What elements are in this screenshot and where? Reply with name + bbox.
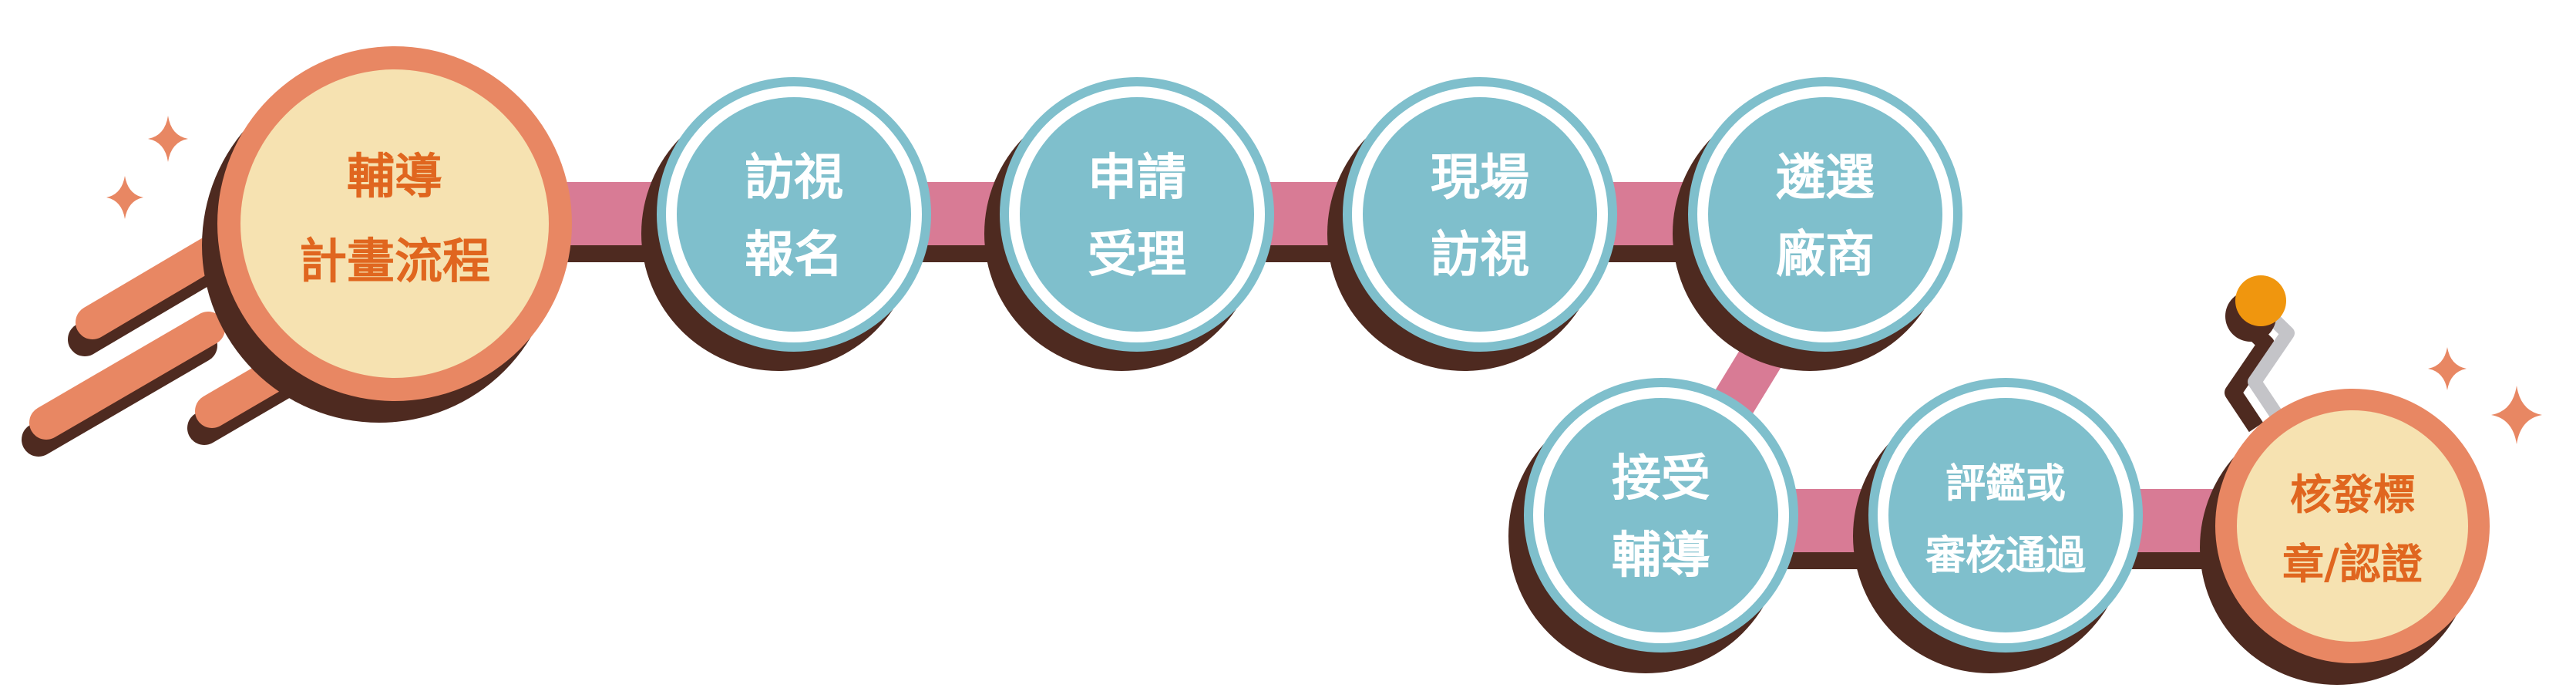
- lever-decoration: [2225, 275, 2295, 433]
- step-node-5: 接受 輔導: [1508, 378, 1798, 673]
- end-node: 核發標 章/認證: [2200, 389, 2490, 685]
- end-label-line1: 核發標: [2290, 470, 2415, 519]
- end-label-line2: 章/認證: [2282, 540, 2423, 588]
- step-label-line2: 報名: [745, 227, 843, 284]
- start-label-line2: 計畫流程: [299, 233, 490, 289]
- sparkle-icons: [106, 116, 2542, 444]
- sparkle-icon: [2428, 347, 2467, 390]
- step-label-line1: 現場: [1431, 150, 1529, 207]
- start-label-line1: 輔導: [347, 148, 442, 204]
- step-label-line2: 訪視: [1431, 227, 1529, 284]
- step-node-1: 訪視 報名: [641, 77, 931, 371]
- step-node-6: 評鑑或 審核通過: [1853, 378, 2143, 673]
- step-label-line2: 廠商: [1776, 227, 1875, 284]
- step-label-line1: 接受: [1612, 450, 1710, 507]
- step-node-4: 遴選 廠商: [1673, 77, 1962, 371]
- start-node: 輔導 計畫流程: [202, 46, 572, 423]
- step-label-line1: 申請: [1088, 150, 1186, 207]
- step-label-line2: 審核通過: [1925, 533, 2087, 579]
- sparkle-icon: [148, 116, 188, 162]
- step-node-3: 現場 訪視: [1327, 77, 1617, 371]
- step-node-2: 申請 受理: [984, 77, 1274, 371]
- sparkle-icon: [2491, 386, 2542, 444]
- step-label-line1: 遴選: [1776, 150, 1875, 207]
- sparkle-icon: [106, 176, 143, 219]
- step-label-line1: 訪視: [745, 150, 843, 207]
- step-label-line2: 受理: [1088, 227, 1186, 284]
- step-label-line2: 輔導: [1612, 528, 1710, 585]
- step-label-line1: 評鑑或: [1945, 461, 2066, 507]
